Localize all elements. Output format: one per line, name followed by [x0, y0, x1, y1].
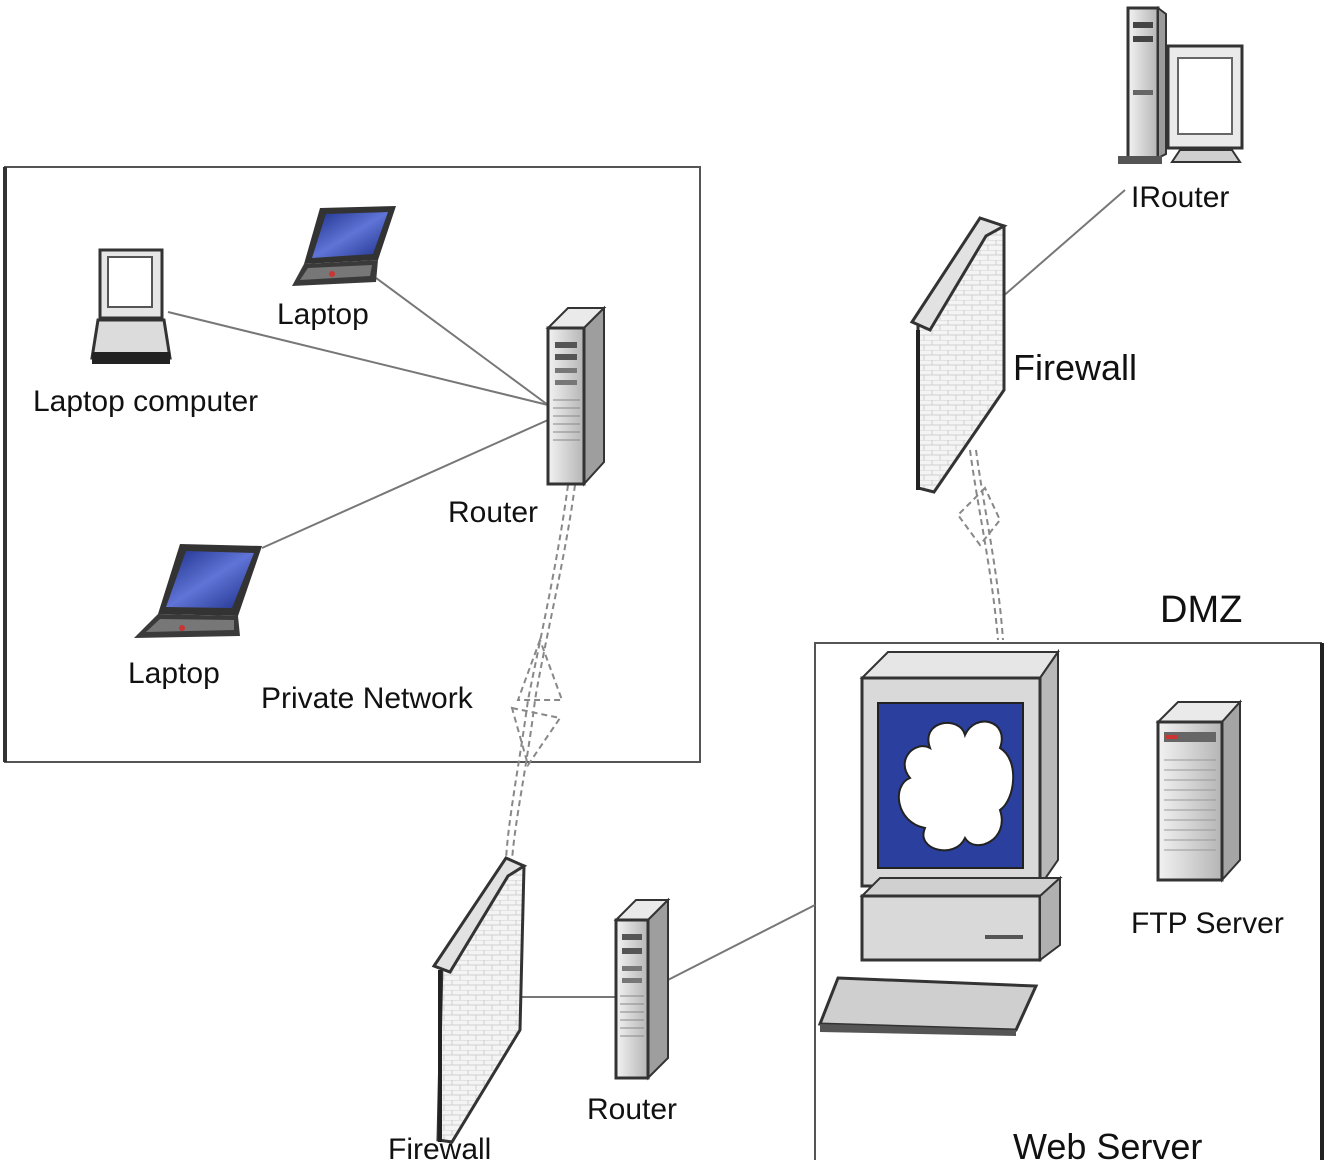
router-private-icon [545, 305, 607, 487]
label-private-network: Private Network [261, 682, 474, 715]
link-dmz-firewall-top [969, 449, 999, 641]
link-laptop-top-router [371, 274, 549, 406]
link-router-firewall-bottom [511, 484, 576, 861]
vpn-tunnel-arrow-down [510, 706, 562, 768]
laptop-top-icon [292, 206, 396, 286]
label-dmz: DMZ [1160, 589, 1242, 631]
label-laptop-bottom: Laptop [128, 657, 220, 690]
laptop-bottom-icon [134, 544, 262, 638]
label-router-bottom: Router [587, 1093, 677, 1126]
label-ftp-server: FTP Server [1131, 907, 1284, 940]
label-laptop-computer: Laptop computer [33, 385, 258, 418]
label-firewall-top: Firewall [1013, 347, 1137, 388]
web-server-icon [817, 648, 1063, 1036]
vpn-tunnel-arrow-up [516, 637, 564, 701]
firewall-bottom-icon [431, 856, 528, 1144]
dmz-zone [814, 642, 1324, 1160]
router-bottom-icon [613, 897, 671, 1081]
ftp-server-icon [1155, 699, 1243, 883]
label-laptop-top: Laptop [277, 298, 369, 331]
dmz-tunnel-arrow [956, 486, 1002, 547]
cloud-shape [897, 720, 1015, 852]
link-router-webserver [661, 904, 816, 984]
label-irouter: IRouter [1131, 181, 1229, 214]
laptop-computer-icon [90, 248, 172, 364]
firewall-top-icon [909, 216, 1008, 494]
label-firewall-bottom: Firewall [388, 1133, 491, 1166]
irouter-icon [1118, 6, 1244, 164]
label-web-server: Web Server [1013, 1126, 1202, 1167]
label-router-private: Router [448, 496, 538, 529]
link-laptop-bottom-router [261, 419, 549, 549]
dashed-links [505, 449, 1004, 861]
private-network-zone [3, 166, 701, 763]
link-laptop-computer-router [167, 311, 549, 406]
